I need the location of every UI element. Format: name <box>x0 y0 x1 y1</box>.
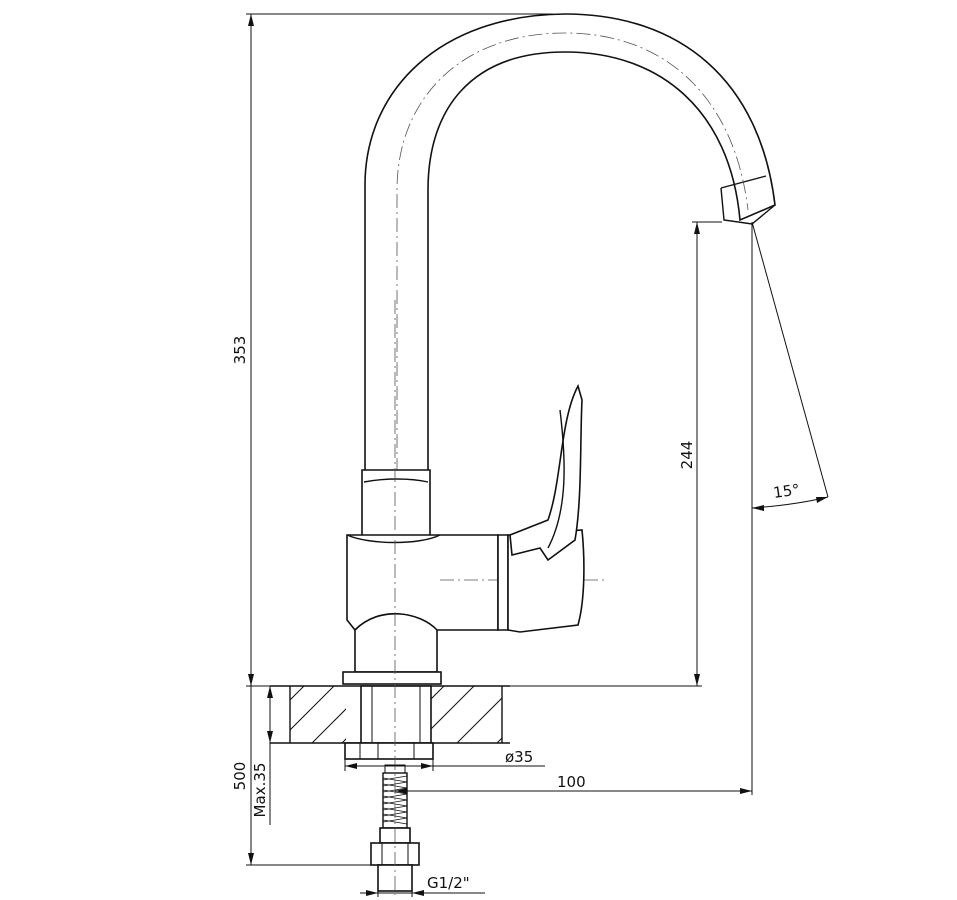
hose-length-label: 500 <box>231 762 249 791</box>
connection-label: G1/2" <box>427 874 470 892</box>
dimension-max-thickness: Max.35 <box>251 686 273 825</box>
spout-height-label: 244 <box>678 441 696 470</box>
dimension-hose-length: 500 <box>231 686 371 866</box>
max-thickness-label: Max.35 <box>251 763 269 818</box>
dimension-reach: 100 <box>395 773 752 794</box>
lever-handle-icon <box>509 383 583 562</box>
dimension-overall-height: 353 <box>231 13 553 687</box>
dimension-spout-height: 244 <box>502 221 722 687</box>
reach-label: 100 <box>557 773 586 791</box>
threaded-shank <box>344 685 434 760</box>
spout-angle-label: 15° <box>772 480 801 502</box>
overall-height-label: 353 <box>231 336 249 365</box>
dimension-spout-angle: 15° <box>751 221 829 795</box>
base-diameter-label: ø35 <box>505 748 533 766</box>
flexible-hose <box>370 300 420 895</box>
dimension-base-diameter: ø35 <box>344 748 545 771</box>
dimension-connection: G1/2" <box>360 874 485 897</box>
faucet-icon <box>342 13 776 685</box>
